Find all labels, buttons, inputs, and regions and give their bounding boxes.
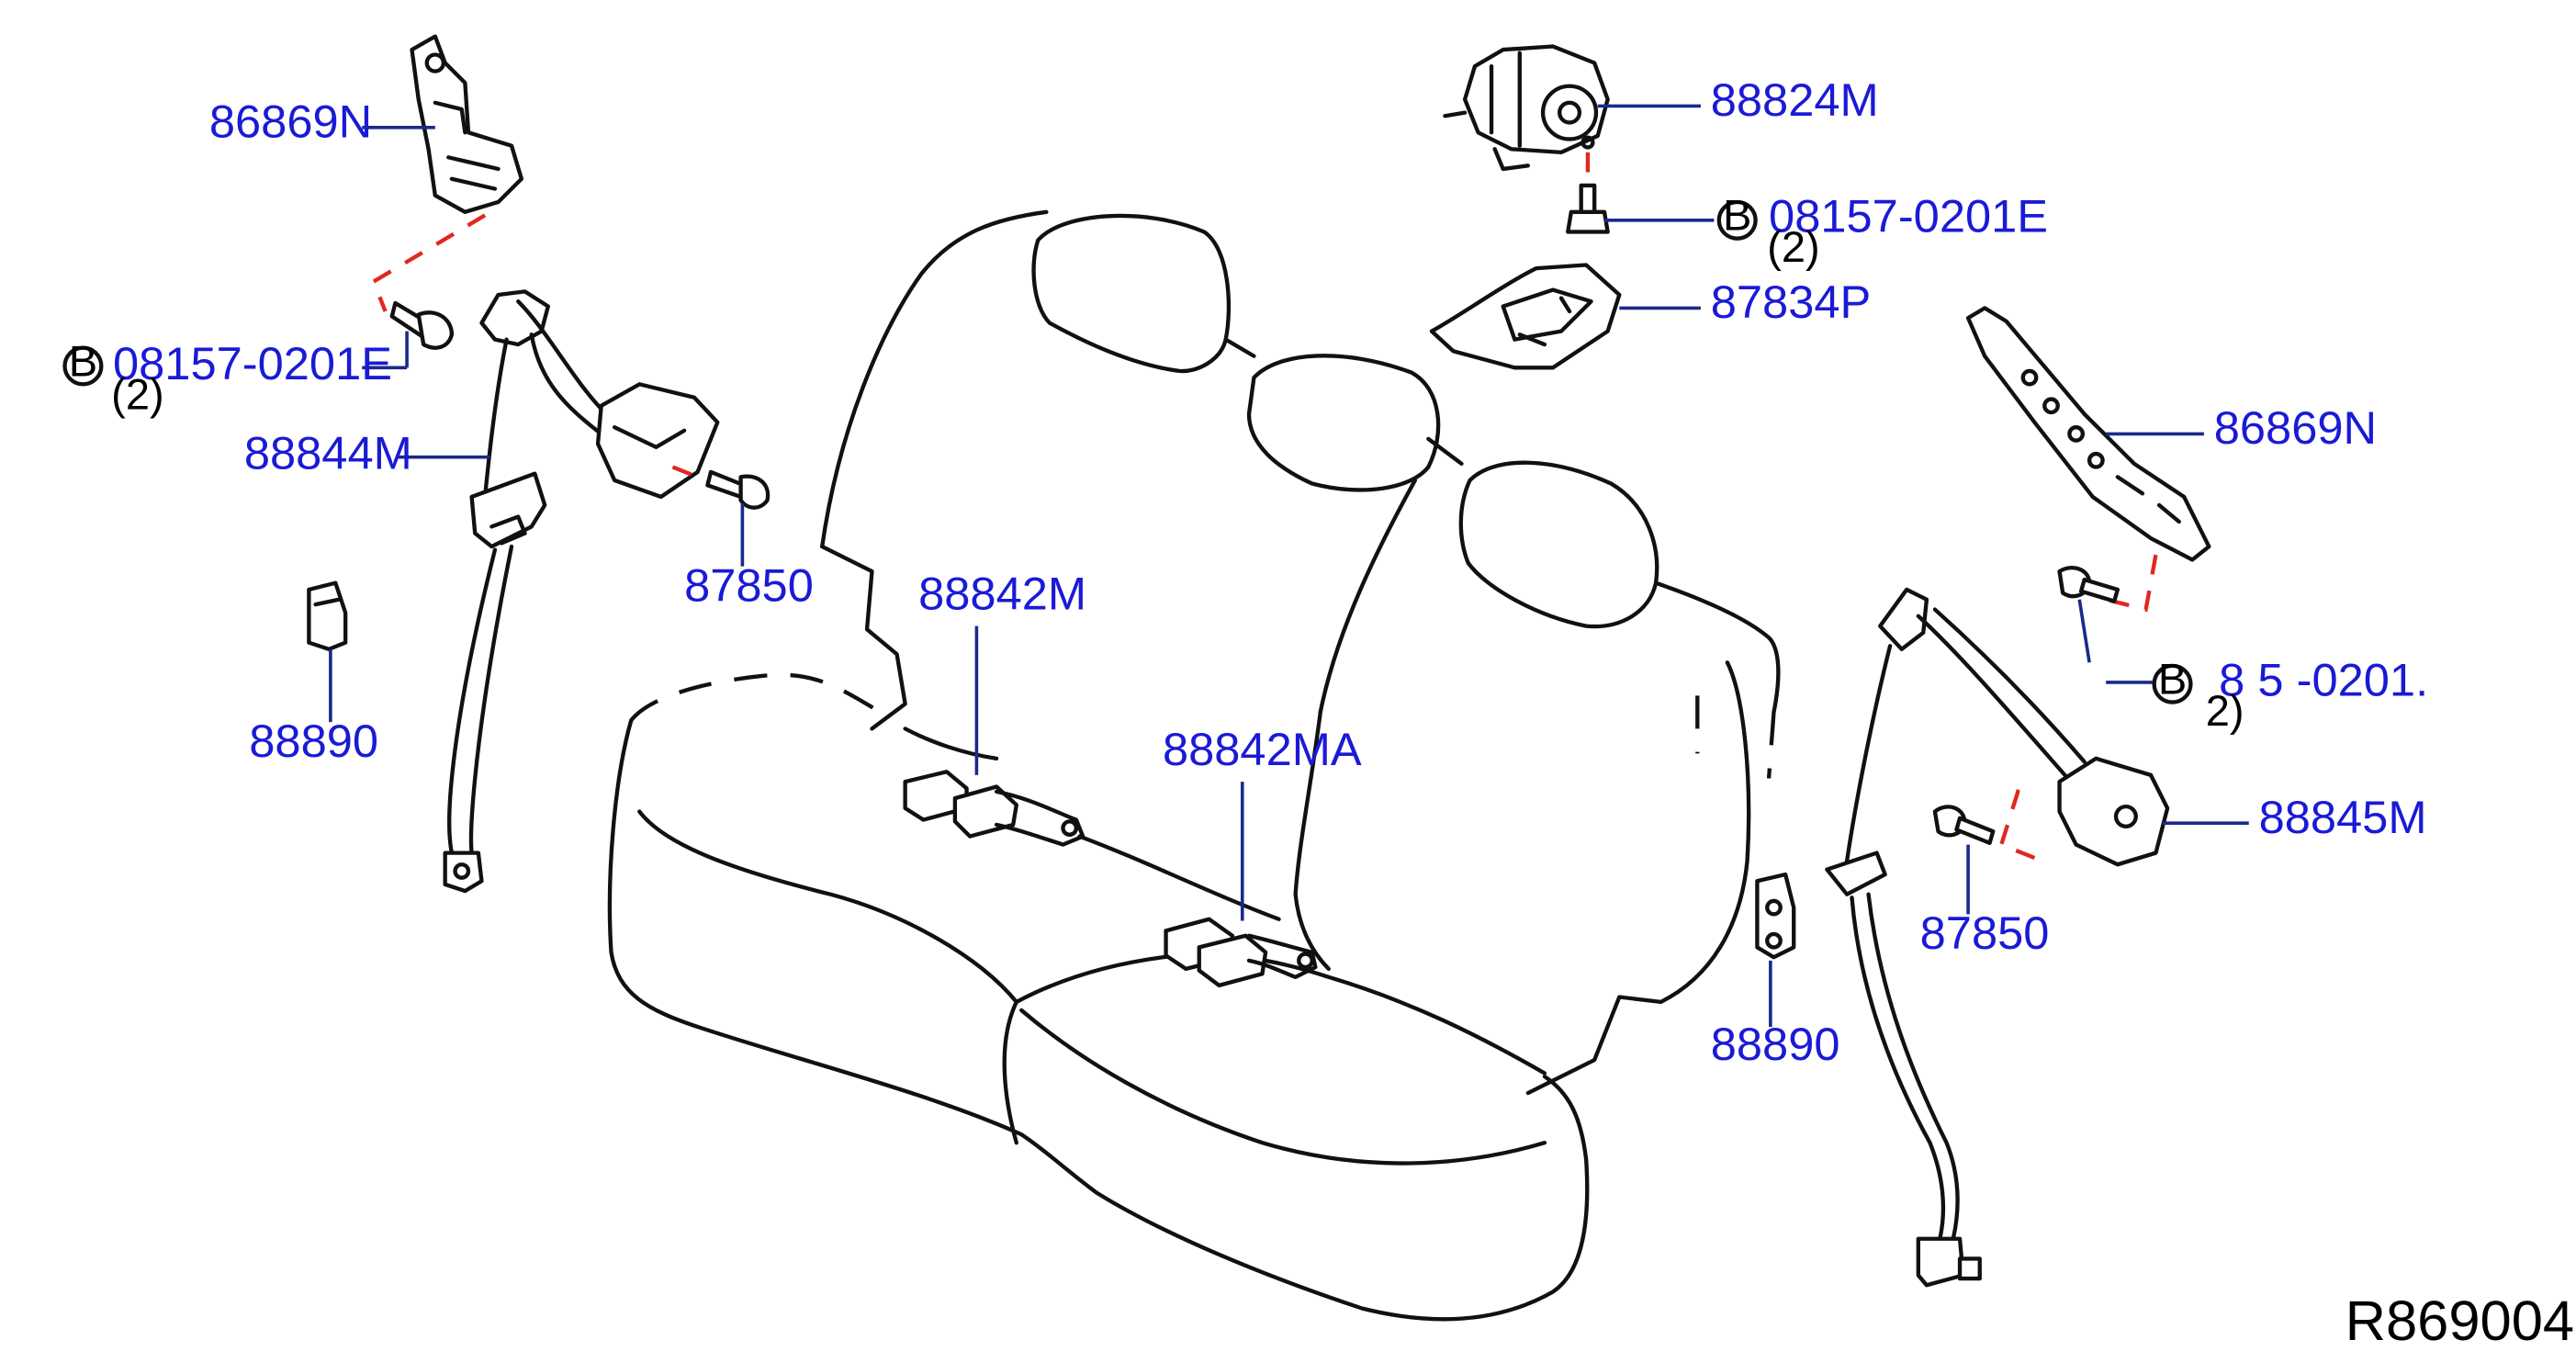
bolt-symbol-right: B bbox=[2158, 655, 2187, 704]
callout-labels: 86869N B 08157-0201E (2) 88844M 87850 88… bbox=[62, 73, 2576, 1353]
bolt-symbol-center: B bbox=[1723, 191, 1751, 240]
right-belt-assembly bbox=[1825, 587, 2170, 1288]
bolt-symbol-left: B bbox=[69, 336, 97, 385]
headrest-center bbox=[1246, 354, 1441, 492]
callout-bolt-left: 08157-0201E bbox=[113, 337, 392, 389]
leader-lines bbox=[329, 104, 2249, 1027]
left-anchor-bolt-part bbox=[705, 469, 771, 510]
headrest-right bbox=[1458, 460, 1659, 629]
left-guide-mount-line bbox=[371, 213, 487, 312]
right-bolt-part bbox=[2057, 566, 2120, 603]
callout-retractor-center: 88824M bbox=[1711, 73, 1879, 126]
right-belt-guide-part bbox=[1965, 306, 2211, 562]
callout-bolt-right: 8 5 -0201. bbox=[2219, 653, 2428, 705]
right-anchor-mount-line bbox=[1998, 789, 2036, 861]
bolt-symbol-circle-right bbox=[2152, 663, 2193, 704]
center-bolt-part bbox=[1566, 183, 1610, 234]
bolt-symbol-circle-center bbox=[1716, 199, 1758, 241]
left-belt-assembly bbox=[443, 289, 720, 894]
right-anchor-bolt-part bbox=[1932, 805, 1996, 845]
callout-cover-left: 88890 bbox=[249, 715, 378, 767]
bolt-symbol-circle-left bbox=[62, 345, 104, 387]
callout-buckle-left: 88842M bbox=[918, 568, 1086, 620]
center-retractor-part bbox=[1443, 44, 1610, 172]
left-buckle-part bbox=[903, 770, 1086, 847]
callout-belt-assembly-right: 88845M bbox=[2259, 791, 2427, 843]
center-buckle-part bbox=[1164, 917, 1318, 988]
left-belt-guide-part bbox=[410, 34, 524, 214]
callout-bolt-left-qty: (2) bbox=[111, 369, 163, 418]
callout-bolt-right-qty: 2) bbox=[2206, 686, 2244, 735]
callout-bolt-center: 08157-0201E bbox=[1769, 190, 2048, 242]
callout-buckle-center: 88842MA bbox=[1163, 723, 1362, 775]
callout-anchor-bolt-left: 87850 bbox=[684, 559, 814, 612]
rear-seat-illustration bbox=[607, 209, 1781, 1322]
right-guide-mount-line bbox=[2105, 554, 2158, 613]
center-finisher-part bbox=[1429, 263, 1622, 370]
callout-cover-right: 88890 bbox=[1711, 1018, 1840, 1070]
leader-bolt-right bbox=[2077, 599, 2091, 663]
right-cover-part bbox=[1755, 872, 1796, 960]
headrest-left bbox=[1031, 213, 1232, 374]
left-bolt-part bbox=[389, 300, 455, 350]
diagram-reference-code: R8690047 bbox=[2345, 1290, 2576, 1353]
callout-bolt-center-qty: (2) bbox=[1767, 222, 1819, 271]
callout-finisher-center: 87834P bbox=[1711, 276, 1872, 328]
callout-belt-guide-right: 86869N bbox=[2214, 401, 2377, 454]
callout-belt-guide-left: 86869N bbox=[209, 96, 372, 148]
callout-belt-assembly-left: 88844M bbox=[244, 426, 412, 479]
left-cover-part bbox=[307, 580, 348, 652]
callout-anchor-bolt-right: 87850 bbox=[1920, 907, 2050, 959]
